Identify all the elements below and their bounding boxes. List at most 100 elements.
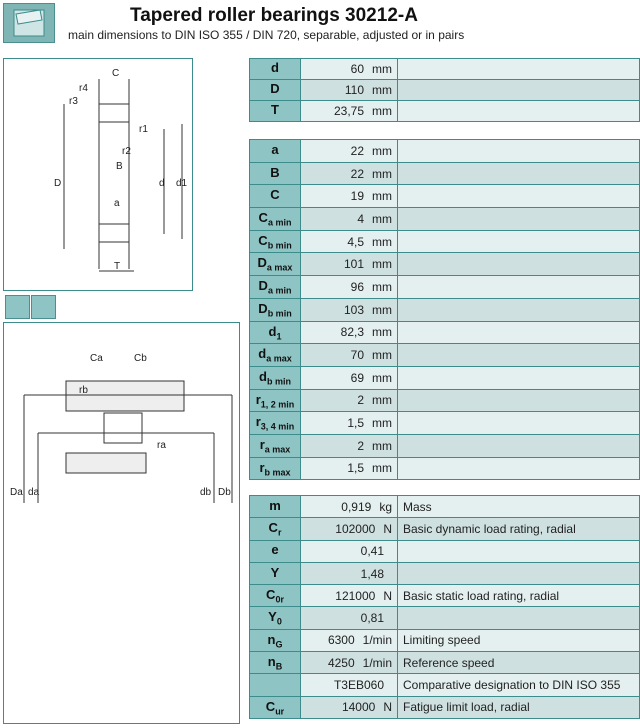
description-cell xyxy=(397,100,640,122)
svg-text:a: a xyxy=(114,198,120,209)
description-cell xyxy=(397,561,640,586)
symbol-cell xyxy=(249,673,301,697)
symbol-cell: C xyxy=(249,184,301,209)
value-cell: 1,48 xyxy=(300,561,398,586)
symbol-cell: e xyxy=(249,539,301,563)
mounting-dimension-diagram: Ca Cb rb ra Da da db Db xyxy=(3,322,240,724)
description-cell xyxy=(397,252,640,277)
description-cell: Mass xyxy=(397,494,640,519)
symbol-cell: Da min xyxy=(249,275,301,299)
description-cell: Basic static load rating, radial xyxy=(397,584,640,608)
description-cell xyxy=(397,456,640,481)
symbol-cell: Ca min xyxy=(249,207,301,231)
svg-text:T: T xyxy=(114,261,120,272)
description-cell xyxy=(397,79,640,101)
svg-text:Db: Db xyxy=(218,487,231,498)
value-cell: T3EB060 xyxy=(300,673,398,697)
description-cell: Comparative designation to DIN ISO 355 xyxy=(397,673,640,697)
description-cell: Reference speed xyxy=(397,651,640,675)
symbol-cell: Cb min xyxy=(249,229,301,254)
description-cell xyxy=(397,411,640,435)
svg-text:r1: r1 xyxy=(139,124,148,135)
description-cell xyxy=(397,184,640,209)
svg-text:db: db xyxy=(200,487,212,498)
bearing-logo-icon xyxy=(3,3,55,43)
description-cell xyxy=(397,343,640,367)
symbol-cell: B xyxy=(249,161,301,186)
description-cell: Basic dynamic load rating, radial xyxy=(397,517,640,541)
symbol-cell: Cur xyxy=(249,695,301,719)
svg-text:ra: ra xyxy=(157,440,166,451)
value-cell: 0,41 xyxy=(300,539,398,563)
description-cell xyxy=(397,275,640,299)
svg-text:r3: r3 xyxy=(69,96,78,107)
svg-text:B: B xyxy=(116,161,123,172)
axial-load-view-icon[interactable] xyxy=(31,295,56,319)
symbol-cell: C0r xyxy=(249,584,301,608)
symbol-cell: d xyxy=(249,58,301,80)
symbol-cell: a xyxy=(249,139,301,163)
radial-load-view-icon[interactable] xyxy=(5,295,30,319)
svg-text:C: C xyxy=(112,68,119,79)
symbol-cell: Y0 xyxy=(249,606,301,630)
view-toggle-icons xyxy=(5,295,56,319)
symbol-cell: Cr xyxy=(249,517,301,541)
description-cell xyxy=(397,320,640,345)
symbol-cell: nB xyxy=(249,651,301,675)
bearing-dimension-diagram: C r4 r3 r1 r2 B D d d1 a T xyxy=(3,58,193,291)
symbol-cell: db min xyxy=(249,365,301,390)
description-cell xyxy=(397,207,640,231)
symbol-cell: D xyxy=(249,79,301,101)
symbol-cell: d1 xyxy=(249,320,301,345)
value-cell: 0,81 xyxy=(300,606,398,630)
svg-text:r4: r4 xyxy=(79,83,88,94)
symbol-cell: ra max xyxy=(249,433,301,458)
description-cell xyxy=(397,388,640,413)
svg-text:D: D xyxy=(54,178,61,189)
svg-text:da: da xyxy=(28,487,40,498)
symbol-cell: rb max xyxy=(249,456,301,481)
symbol-cell: T xyxy=(249,100,301,122)
svg-text:Ca: Ca xyxy=(90,353,103,364)
